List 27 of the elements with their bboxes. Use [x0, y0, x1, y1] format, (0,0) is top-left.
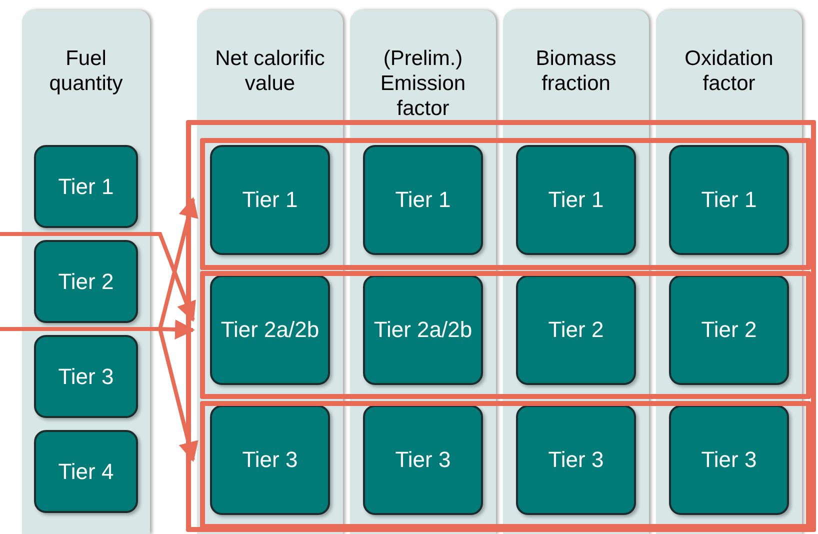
column-header: Net calorific value: [214, 46, 326, 96]
column-header: Fuel quantity: [48, 46, 124, 96]
tier-box: Tier 2: [516, 275, 636, 385]
tier-box: Tier 2: [34, 240, 138, 323]
tier-box: Tier 2a/2b: [363, 275, 483, 385]
tier-box: Tier 1: [516, 145, 636, 255]
frame-box: [186, 120, 816, 532]
tier-box: Tier 3: [34, 335, 138, 418]
column-header: Biomass fraction: [534, 46, 618, 96]
column-header: (Prelim.) Emission factor: [379, 46, 467, 121]
tier-box: Tier 3: [210, 405, 330, 515]
column-band: [22, 10, 150, 534]
tier-box: Tier 1: [363, 145, 483, 255]
tier-box: Tier 3: [669, 405, 789, 515]
frame-box: [200, 138, 811, 270]
tier-box: Tier 1: [669, 145, 789, 255]
tier-box: Tier 1: [34, 145, 138, 228]
tier-box: Tier 3: [516, 405, 636, 515]
frame-box: [200, 401, 811, 529]
tier-box: Tier 2a/2b: [210, 275, 330, 385]
column-header: Oxidation factor: [684, 46, 774, 96]
tier-box: Tier 1: [210, 145, 330, 255]
arrow: [0, 232, 196, 322]
tier-box: Tier 4: [34, 430, 138, 513]
tier-box: Tier 2: [669, 275, 789, 385]
tier-box: Tier 3: [363, 405, 483, 515]
frame-box: [200, 271, 811, 399]
